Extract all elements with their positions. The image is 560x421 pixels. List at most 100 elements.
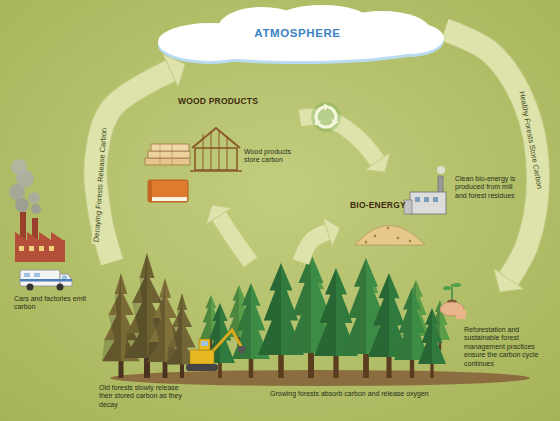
recycle-symbol — [324, 103, 330, 111]
wood-chips-icon — [409, 240, 411, 242]
wood-chips-icon — [374, 235, 376, 237]
section-heading: WOOD PRODUCTS — [178, 96, 258, 106]
forest-ground — [110, 370, 530, 386]
factory-icon — [20, 212, 26, 240]
lumber-icon — [160, 144, 161, 165]
cloud-title: ATMOSPHERE — [254, 27, 340, 41]
caption-text: Clean bio-energy is produced from mill a… — [455, 175, 517, 200]
wood-chips-icon — [387, 227, 389, 229]
car-icon — [20, 270, 60, 286]
house-frame-icon — [203, 134, 204, 170]
factory-icon — [29, 246, 34, 251]
house-frame-icon — [190, 170, 242, 172]
house-frame-icon — [190, 128, 242, 171]
recycle-symbol — [328, 107, 336, 120]
arrow-outline — [445, 30, 538, 292]
arrow-body — [300, 117, 385, 172]
growing-forest-trees — [418, 308, 446, 378]
recycle-symbol — [311, 102, 341, 132]
reforestation-group: Reforestation and sustainable forest man… — [458, 292, 553, 370]
flow-arrow — [301, 218, 340, 262]
factory-icon — [11, 159, 27, 175]
house-frame-icon — [227, 136, 228, 170]
lumber-icon — [148, 151, 190, 158]
growing-forest-trees — [232, 283, 270, 378]
excavator-icon — [199, 339, 210, 350]
bio-energy-plant-icon — [438, 176, 443, 194]
excavator-icon — [186, 364, 218, 371]
car-icon — [27, 284, 34, 291]
arrow-outline — [300, 117, 385, 172]
car-icon — [20, 270, 72, 291]
car-icon — [34, 273, 40, 277]
recycle-symbol — [311, 102, 341, 132]
section-heading: BIO-ENERGY — [350, 200, 406, 210]
arrow-body — [95, 64, 185, 262]
factory-icon — [31, 204, 41, 214]
old-forest-group: Old forests slowly release their stored … — [95, 262, 200, 412]
car-icon — [24, 273, 30, 277]
lumber-icon — [145, 158, 190, 165]
excavator-icon — [190, 350, 214, 364]
caption-text: Growing forests absorb carbon and releas… — [270, 390, 450, 398]
car-icon — [62, 276, 67, 280]
house-frame-icon — [195, 148, 237, 170]
energy-group: BIO-ENERGY Clean bio-energy is produced f… — [340, 172, 520, 242]
arrow-label: Healthy Forests Store Carbon — [517, 88, 545, 191]
hand-seedling-icon — [443, 286, 451, 290]
arrow-head — [206, 205, 231, 224]
bio-energy-plant-icon — [404, 166, 446, 214]
arrow-outline — [95, 64, 185, 262]
caption-text: Reforestation and sustainable forest man… — [464, 326, 550, 368]
book-icon — [148, 180, 188, 202]
caption-text: Wood products store carbon — [244, 148, 296, 165]
edge-label-holder: Decaying Forests Release Carbon — [91, 126, 108, 245]
book-icon — [150, 197, 187, 201]
growing-forest-trees — [258, 263, 304, 378]
factory-icon — [9, 159, 65, 262]
wood-chips-icon — [355, 226, 425, 246]
book-icon — [148, 180, 188, 202]
arrow-label: Decaying Forests Release Carbon — [91, 126, 108, 245]
house-frame-icon — [211, 131, 212, 170]
product-group: WOOD PRODUCTS Wood products store carbon — [140, 92, 300, 205]
excavator-icon — [201, 341, 208, 346]
growing-forest-trees — [200, 253, 450, 378]
car-icon — [57, 284, 64, 291]
bio-energy-plant-icon — [437, 166, 445, 174]
flow-arrow — [445, 30, 538, 292]
factory-icon — [15, 198, 29, 212]
flow-arrow — [206, 205, 250, 262]
wood-chips-icon — [365, 241, 367, 243]
house-frame-icon — [219, 130, 220, 170]
factory-icon — [28, 192, 40, 204]
cloud-shape: ATMOSPHERE — [150, 4, 445, 64]
wood-chips-icon — [355, 226, 425, 246]
bio-energy-plant-icon — [433, 197, 438, 202]
bio-energy-plant-icon — [415, 197, 420, 202]
recycle-symbol — [332, 119, 340, 125]
caption-text: Old forests slowly release their stored … — [99, 384, 194, 409]
growing-forest-trees — [394, 288, 430, 378]
factory-icon — [19, 246, 24, 251]
hand-seedling-icon — [451, 284, 453, 301]
caption-text: Cars and factories emit carbon — [14, 295, 88, 312]
arrow-body — [445, 30, 538, 292]
recycle-symbol — [318, 123, 333, 127]
book-icon — [148, 180, 152, 202]
wood-chips-icon — [397, 237, 399, 239]
hand-seedling-icon — [456, 310, 466, 319]
excavator-icon — [212, 330, 242, 352]
growing-forest-group: Growing forests absorb carbon and releas… — [195, 262, 452, 401]
excavator-icon — [186, 330, 246, 371]
recycle-symbol — [316, 107, 324, 120]
old-forest-trees — [102, 253, 197, 378]
bio-energy-plant-icon — [424, 197, 429, 202]
lumber-icon — [145, 144, 190, 165]
arrow-head — [365, 153, 390, 172]
recycle-symbol — [315, 120, 321, 126]
arrow-head — [494, 269, 524, 292]
emission-group: Cars and factories emit carbon — [8, 205, 92, 314]
